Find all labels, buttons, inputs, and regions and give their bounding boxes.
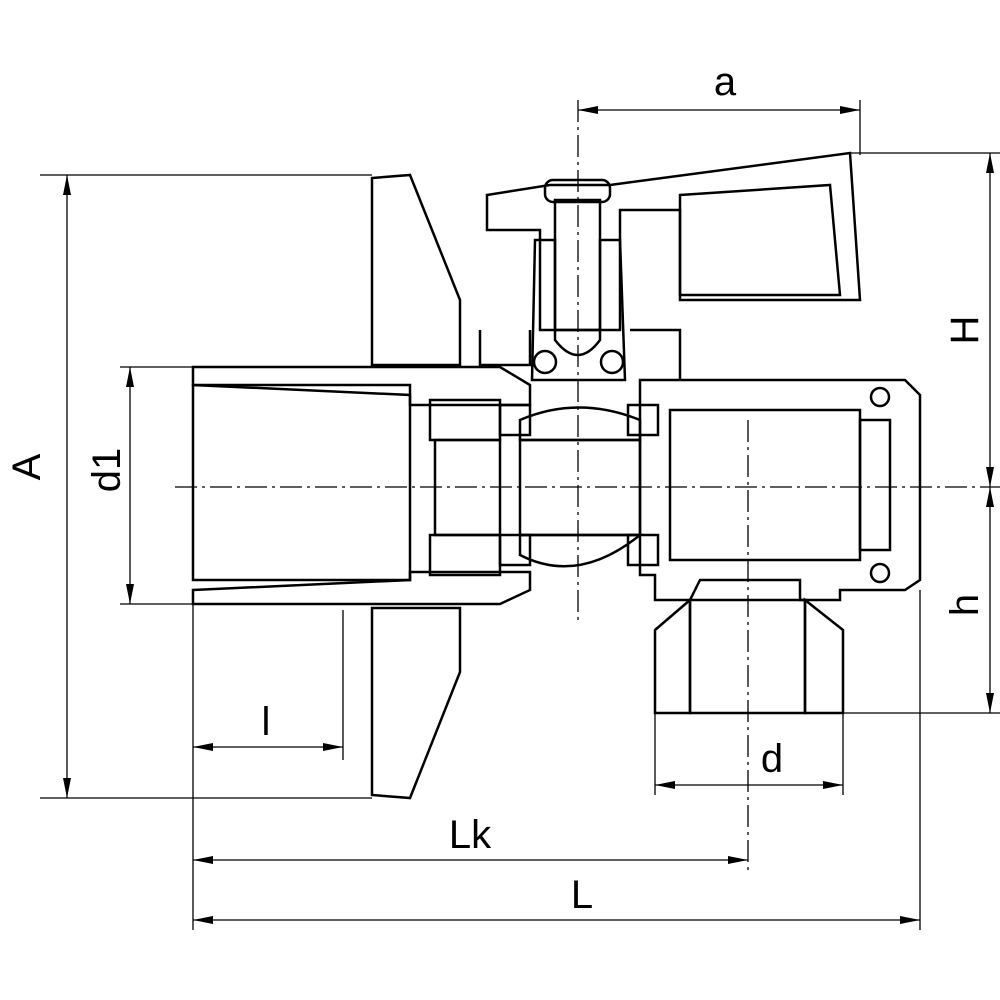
- end-cap-insert: [858, 418, 892, 552]
- label-d: d: [761, 737, 783, 781]
- body-chamber: [668, 408, 862, 562]
- outlet-wall-right: [803, 597, 845, 715]
- stem-oring-right: [599, 349, 625, 375]
- label-a: a: [714, 60, 737, 104]
- handle-window: [678, 183, 842, 297]
- end-oring-top: [869, 386, 891, 408]
- flange-bottom: [370, 606, 462, 800]
- label-H: H: [943, 316, 987, 345]
- flange-top: [370, 173, 462, 367]
- inlet-wall-top: [191, 365, 532, 407]
- label-d1: d1: [85, 448, 129, 493]
- label-h: h: [943, 594, 987, 616]
- outlet-wall-left: [653, 597, 692, 715]
- handle-base: [478, 328, 682, 380]
- seal-top-left: [498, 403, 532, 437]
- seal-bottom-right: [626, 533, 660, 567]
- stem-housing: [530, 238, 627, 382]
- label-L: L: [571, 873, 593, 917]
- stem-oring-left: [532, 349, 558, 375]
- seal-top-right: [626, 403, 660, 437]
- seat-bore: [433, 438, 502, 537]
- inlet-bore: [191, 383, 412, 582]
- valve-handle: [485, 151, 862, 332]
- stem-screw: [543, 178, 612, 204]
- outlet-bore: [688, 598, 807, 715]
- body-right: [638, 378, 922, 602]
- end-oring-bottom: [869, 562, 891, 584]
- label-A: A: [5, 453, 49, 480]
- label-l: l: [262, 700, 271, 744]
- seat-insert-bottom: [428, 533, 502, 577]
- label-Lk: Lk: [449, 813, 492, 857]
- seal-bottom-left: [498, 533, 532, 567]
- inlet-wall-bottom: [191, 570, 532, 606]
- ball-bottom: [518, 533, 644, 568]
- ball-top: [518, 406, 642, 442]
